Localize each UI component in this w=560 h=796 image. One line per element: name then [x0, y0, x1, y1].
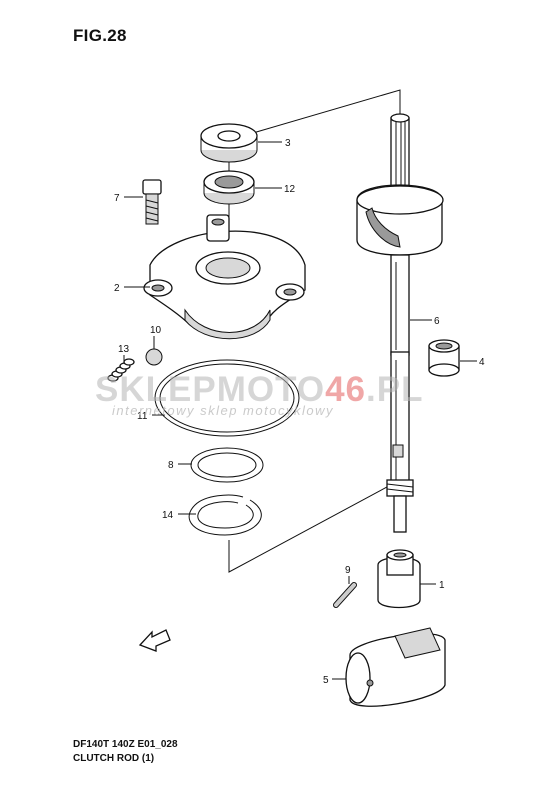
part-9-pin: [333, 582, 357, 608]
callout-11: 11: [137, 411, 148, 422]
part-8-ring: [190, 447, 264, 483]
watermark-brand-part-b: MOTO: [216, 370, 326, 409]
callout-13: 13: [118, 344, 130, 355]
callout-2: 2: [114, 283, 120, 294]
figure-title: FIG.28: [73, 26, 127, 45]
callout-1: 1: [439, 580, 445, 591]
part-12-oil-seal: [203, 170, 255, 205]
watermark-brand: SKLEPMOTO46.PL: [95, 370, 423, 410]
callout-4: 4: [479, 357, 485, 368]
callout-14: 14: [162, 510, 174, 521]
part-6-clutch-rod: [356, 113, 444, 356]
front-direction-arrow-icon: [138, 629, 171, 652]
part-13-spring: [107, 358, 135, 382]
part-4-bushing: [428, 339, 460, 377]
watermark-brand-part-c: 46: [325, 370, 366, 409]
part-5-cam-block: [345, 627, 446, 707]
part-1-guide: [377, 549, 421, 609]
part-7-bolt: [142, 179, 162, 225]
callout-10: 10: [150, 325, 162, 336]
part-2-housing: [143, 214, 306, 340]
callout-leader-lines: [123, 141, 477, 680]
callout-3: 3: [285, 138, 291, 149]
part-14-snap-ring: [188, 494, 262, 536]
figure-name: CLUTCH ROD (1): [73, 753, 155, 764]
callout-9: 9: [345, 565, 351, 576]
callout-7: 7: [114, 193, 120, 204]
callout-5: 5: [323, 675, 329, 686]
part-3-washer: [200, 123, 258, 163]
part-6-lower-shaft: [386, 351, 414, 533]
part-10-ball: [145, 348, 163, 366]
callout-6: 6: [434, 316, 440, 327]
figure-code: DF140T 140Z E01_028: [73, 739, 178, 750]
part-11-o-ring: [154, 359, 300, 437]
watermark-brand-part-a: SKLEP: [95, 370, 217, 409]
watermark-brand-part-d: .PL: [366, 370, 424, 409]
watermark-tagline: internetowy sklep motocyklowy: [112, 403, 334, 418]
callout-8: 8: [168, 460, 174, 471]
callout-12: 12: [284, 184, 296, 195]
